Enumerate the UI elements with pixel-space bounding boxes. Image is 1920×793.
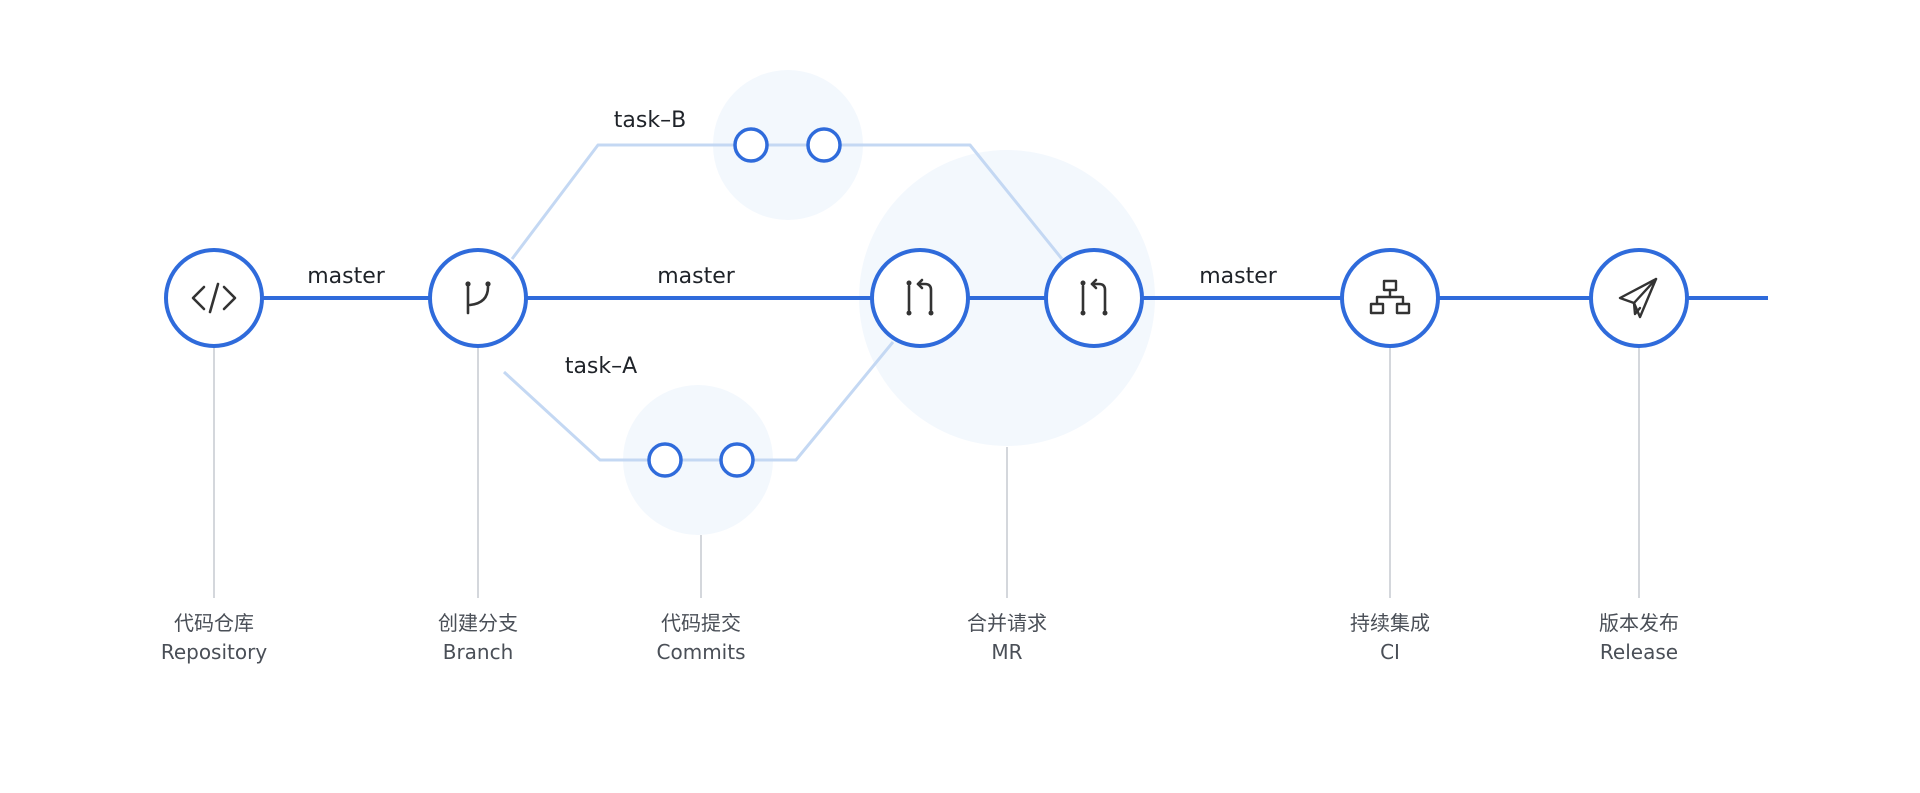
stage-label-zh: 创建分支 — [438, 611, 518, 635]
stage-label-zh: 代码提交 — [660, 611, 741, 635]
task-a-branch-line — [502, 341, 895, 462]
task-a-commit-1[interactable] — [647, 442, 683, 478]
stage-label-ci: 持续集成 CI — [1350, 609, 1430, 667]
task-b-branch-line — [510, 143, 1064, 260]
stage-label-mr: 合并请求 MR — [967, 609, 1047, 667]
code-icon — [191, 282, 237, 314]
task-a-commit-2[interactable] — [719, 442, 755, 478]
paper-plane-icon — [1618, 277, 1658, 319]
stage-label-en: CI — [1380, 640, 1400, 664]
stage-label-repository: 代码仓库 Repository — [161, 609, 267, 667]
stage-label-en: MR — [991, 640, 1023, 664]
branch-icon — [465, 281, 491, 315]
merge-request-icon — [1080, 278, 1108, 316]
branch-label-master: master — [307, 264, 385, 289]
branch-label-task-a: task–A — [564, 354, 638, 379]
merge-request-node-1[interactable] — [870, 248, 970, 348]
merge-request-icon — [906, 278, 934, 316]
stage-connectors — [213, 347, 1640, 598]
stage-label-zh: 合并请求 — [967, 611, 1047, 635]
stage-label-en: Commits — [656, 640, 746, 664]
sitemap-icon — [1369, 279, 1411, 315]
stage-label-release: 版本发布 Release — [1599, 609, 1679, 667]
branch-label-master: master — [657, 264, 735, 289]
stage-label-en: Release — [1599, 640, 1679, 664]
stage-label-zh: 持续集成 — [1350, 611, 1430, 635]
task-b-commit-1[interactable] — [733, 127, 769, 163]
task-b-commit-2[interactable] — [806, 127, 842, 163]
branch-label-task-b: task–B — [613, 108, 687, 133]
stage-label-branch: 创建分支 Branch — [438, 609, 518, 667]
stage-label-en: Branch — [442, 640, 514, 664]
merge-request-node-2[interactable] — [1044, 248, 1144, 348]
branch-node[interactable] — [428, 248, 528, 348]
branch-label-master: master — [1199, 264, 1277, 289]
stage-label-zh: 代码仓库 — [173, 611, 254, 635]
stage-label-commits: 代码提交 Commits — [657, 609, 746, 667]
stage-label-en: Repository — [160, 640, 268, 664]
stage-label-zh: 版本发布 — [1599, 611, 1679, 635]
